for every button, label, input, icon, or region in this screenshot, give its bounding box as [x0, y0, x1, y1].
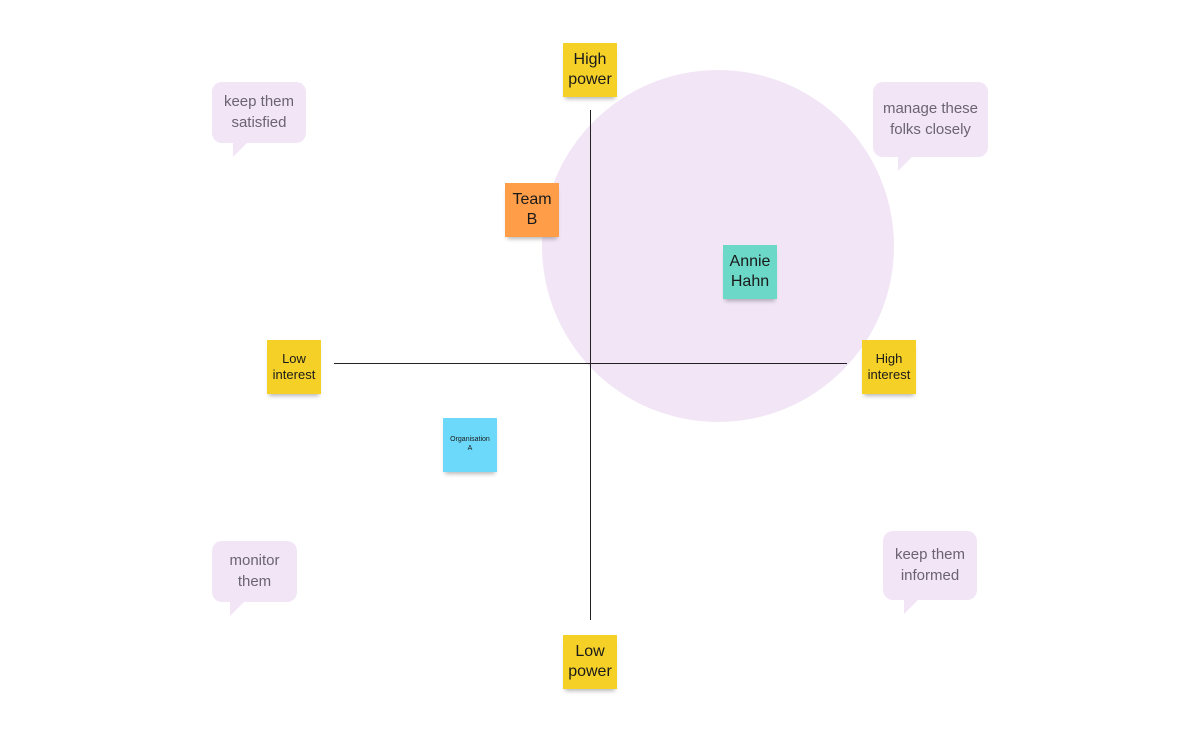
monitor-them-bubble[interactable]: monitor them [212, 541, 297, 616]
bubble-tail [230, 602, 244, 616]
power-axis-line [590, 110, 591, 620]
high-interest-label: High interest [867, 350, 911, 382]
monitor-them-text: monitor them [229, 552, 280, 590]
manage-closely-bubble[interactable]: manage these folks closely [873, 82, 988, 171]
bubble-tail [233, 143, 247, 157]
low-interest-label: Low interest [272, 350, 316, 382]
key-players-circle[interactable] [542, 70, 894, 422]
annie-hahn-sticky[interactable]: Annie Hahn [723, 245, 777, 299]
team-b-label: Team B [512, 191, 552, 228]
low-interest-sticky[interactable]: Low interest [267, 340, 321, 394]
keep-informed-text: keep them informed [894, 546, 966, 584]
low-power-sticky[interactable]: Low power [563, 635, 617, 689]
team-b-sticky[interactable]: Team B [505, 183, 559, 237]
bubble-tail [904, 600, 918, 614]
interest-axis-line [334, 363, 847, 364]
manage-closely-text: manage these folks closely [882, 100, 979, 138]
high-power-label: High power [568, 51, 612, 88]
high-power-sticky[interactable]: High power [563, 43, 617, 97]
organisation-a-label: Organisation A [450, 436, 490, 452]
high-interest-sticky[interactable]: High interest [862, 340, 916, 394]
keep-informed-bubble[interactable]: keep them informed [883, 531, 977, 614]
keep-satisfied-text: keep them satisfied [223, 93, 295, 131]
bubble-tail [898, 157, 912, 171]
keep-satisfied-bubble[interactable]: keep them satisfied [212, 82, 306, 157]
annie-hahn-label: Annie Hahn [729, 253, 771, 290]
low-power-label: Low power [568, 643, 612, 680]
organisation-a-sticky[interactable]: Organisation A [443, 418, 497, 472]
